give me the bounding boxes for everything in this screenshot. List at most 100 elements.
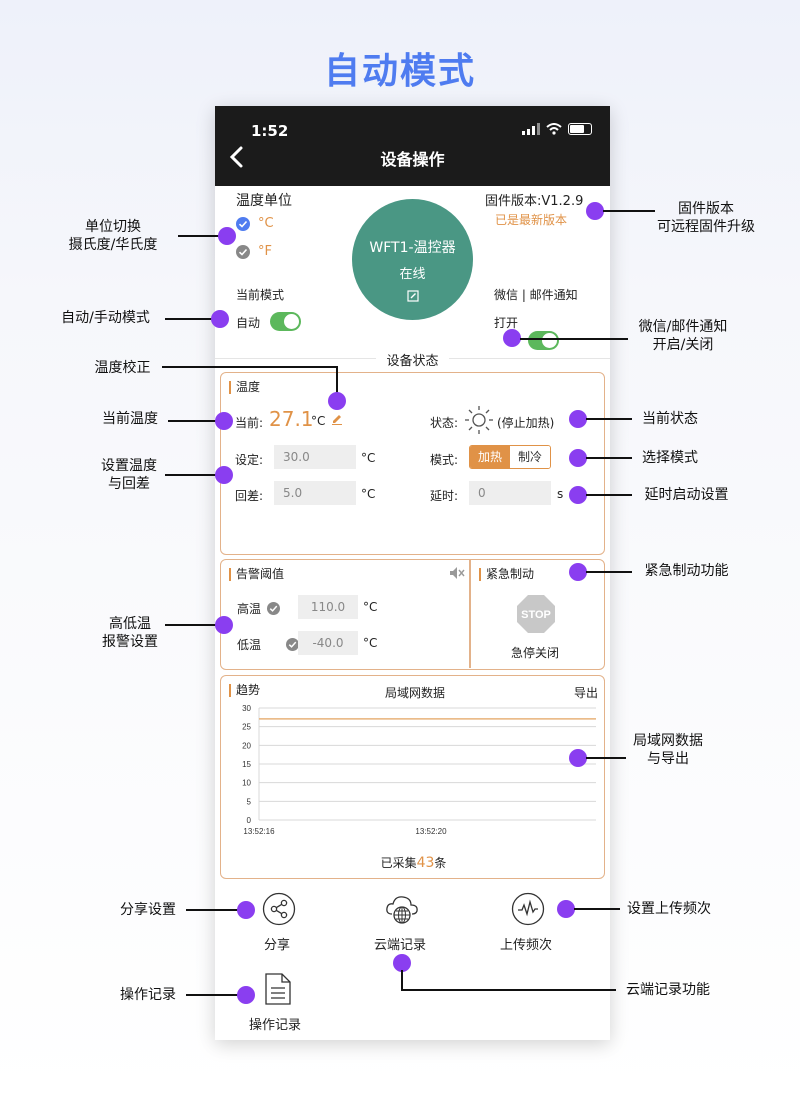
mode-segmented-control: 加热 制冷	[469, 445, 551, 469]
collected-count: 已采集43条	[221, 854, 606, 871]
callout-lan: 局域网数据 与导出	[622, 732, 714, 768]
notify-label: 微信 | 邮件通知	[494, 288, 578, 302]
share-label[interactable]: 分享	[264, 938, 291, 953]
delay-input[interactable]: 0	[469, 481, 551, 505]
y-tick-label: 25	[242, 723, 251, 732]
device-online-status: 在线	[399, 267, 426, 282]
callout-line	[586, 494, 632, 496]
cloud-record-label[interactable]: 云端记录	[374, 938, 427, 953]
callout-line	[574, 908, 620, 910]
y-tick-label: 30	[242, 704, 251, 713]
state-value: (停止加热)	[497, 416, 555, 430]
callout-select-mode: 选择模式	[634, 449, 706, 467]
section-title: 设备状态	[215, 350, 610, 369]
callout-firmware-text: 固件版本 可远程固件升级	[657, 201, 755, 235]
callout-oplog-text: 操作记录	[120, 987, 176, 1003]
mute-icon[interactable]	[449, 566, 465, 580]
callout-dot	[211, 310, 229, 328]
diff-input[interactable]: 5.0	[274, 481, 356, 505]
mode-heat-button[interactable]: 加热	[470, 446, 510, 468]
callout-current-temp-text: 当前温度	[102, 411, 158, 427]
callout-current-state: 当前状态	[634, 410, 706, 428]
back-arrow-icon[interactable]	[225, 144, 251, 170]
status-bar: 1:52 设备操作	[215, 106, 610, 186]
callout-upload-frequency-text: 设置上传频次	[627, 901, 711, 917]
callout-current-temp: 当前温度	[90, 410, 170, 428]
fahrenheit-label: °F	[258, 244, 272, 259]
unit-fahrenheit-option[interactable]: °F	[236, 244, 272, 259]
collected-number: 43	[416, 855, 435, 871]
export-button[interactable]: 导出	[574, 686, 599, 700]
callout-dot	[503, 329, 521, 347]
callout-cloud: 云端记录功能	[618, 981, 718, 999]
edit-icon[interactable]	[406, 290, 419, 302]
callout-line	[165, 474, 218, 476]
callout-line	[401, 970, 403, 990]
upload-wave-icon[interactable]	[511, 892, 545, 926]
low-temp-check-icon[interactable]	[286, 638, 300, 652]
y-tick-label: 0	[247, 816, 252, 825]
unchecked-icon	[236, 244, 250, 259]
diff-unit: °C	[361, 487, 376, 501]
current-temp-value: 27.1	[269, 407, 314, 431]
callout-high-low-text: 高低温 报警设置	[102, 616, 158, 650]
sun-icon	[465, 406, 493, 434]
set-temp-unit: °C	[361, 451, 376, 465]
callout-line	[603, 210, 655, 212]
callout-emergency: 紧急制动功能	[634, 562, 739, 580]
notify-value: 打开	[494, 316, 519, 330]
pencil-icon[interactable]	[331, 413, 343, 425]
signal-icon	[522, 123, 540, 135]
callout-line	[520, 338, 628, 340]
trend-title: 趋势	[229, 684, 260, 697]
callout-unit-switch-text: 单位切换 摄氏度/华氏度	[68, 219, 158, 253]
callout-delay: 延时启动设置	[634, 486, 739, 504]
lan-data-label: 局域网数据	[385, 686, 446, 700]
operation-log-label[interactable]: 操作记录	[249, 1018, 302, 1033]
callout-dot	[557, 900, 575, 918]
current-temp-unit: °C	[311, 414, 326, 428]
callout-high-low: 高低温 报警设置	[88, 615, 172, 651]
callout-line	[165, 624, 218, 626]
cloud-globe-icon[interactable]	[384, 890, 420, 926]
notify-toggle[interactable]	[528, 331, 559, 350]
low-temp-unit: °C	[363, 636, 378, 650]
page-title: 自动模式	[323, 51, 476, 92]
unit-celsius-option[interactable]: °C	[236, 216, 274, 231]
auto-mode-toggle[interactable]	[270, 312, 301, 331]
section-title-text: 设备状态	[376, 354, 449, 369]
x-tick-label: 13:52:16	[243, 827, 275, 836]
share-icon[interactable]	[262, 892, 296, 926]
device-status-circle[interactable]: WFT1-温控器 在线	[352, 199, 473, 320]
set-temp-label: 设定:	[235, 453, 264, 467]
status-time: 1:52	[251, 122, 289, 140]
callout-set-temp: 设置温度 与回差	[86, 457, 172, 493]
set-temp-input[interactable]: 30.0	[274, 445, 356, 469]
stop-sign-icon[interactable]: STOP	[516, 594, 556, 634]
callout-oplog: 操作记录	[108, 986, 188, 1004]
emergency-stop-label: 急停关闭	[511, 646, 560, 660]
phone-screen: 1:52 设备操作 温度单位 °C °F 固件版本:V1.2.9 已是最新版本 …	[215, 106, 610, 1040]
document-icon[interactable]	[264, 972, 292, 1006]
callout-line	[336, 366, 338, 394]
high-temp-check-icon[interactable]	[267, 602, 281, 616]
y-tick-label: 5	[247, 797, 252, 806]
device-name: WFT1-温控器	[369, 240, 456, 256]
callout-line	[178, 235, 220, 237]
callout-unit-switch: 单位切换 摄氏度/华氏度	[48, 218, 178, 254]
alarm-panel: 告警阈值 高温 110.0 °C 低温 -40.0 °C 紧急制动 STOP 急…	[220, 559, 605, 670]
high-temp-input[interactable]: 110.0	[298, 595, 358, 619]
callout-dot	[569, 410, 587, 428]
upload-frequency-label[interactable]: 上传频次	[500, 938, 553, 953]
mode-cool-button[interactable]: 制冷	[510, 446, 550, 468]
callout-dot	[237, 986, 255, 1004]
callout-line	[186, 909, 238, 911]
firmware-status[interactable]: 已是最新版本	[495, 213, 568, 227]
callout-dot	[328, 392, 346, 410]
callout-dot	[569, 563, 587, 581]
y-tick-label: 20	[242, 741, 251, 750]
alarm-title: 告警阈值	[229, 568, 284, 581]
nav-title: 设备操作	[380, 150, 445, 169]
low-temp-input[interactable]: -40.0	[298, 631, 358, 655]
